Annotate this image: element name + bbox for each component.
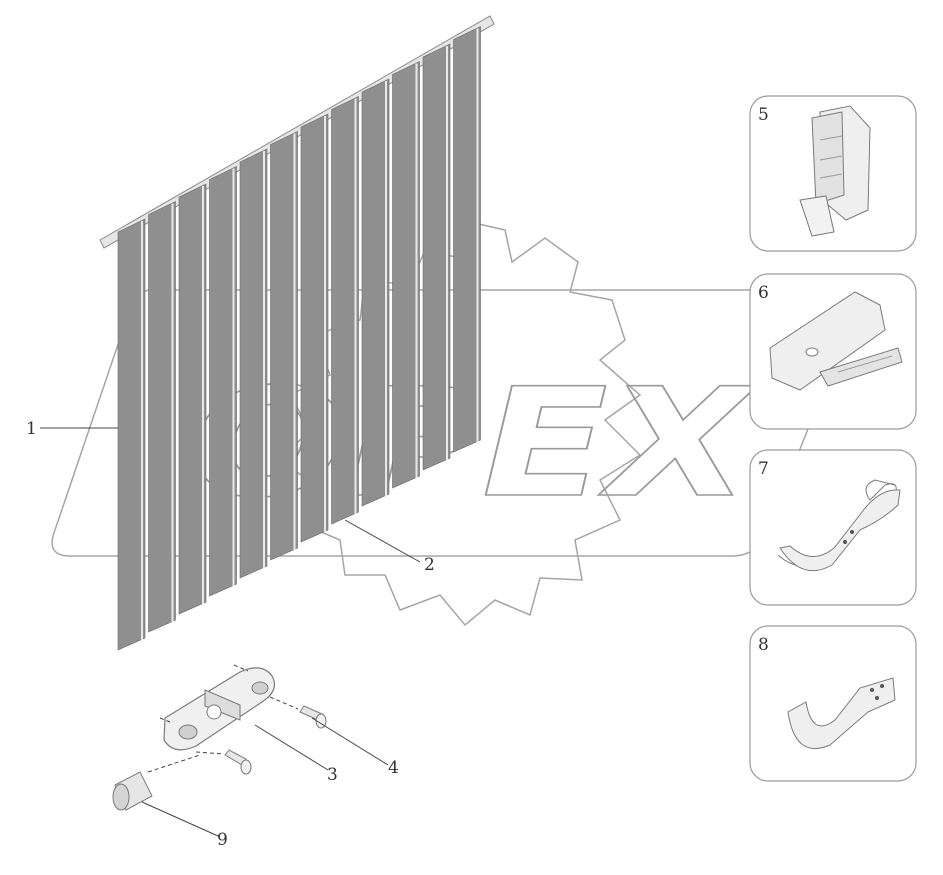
callout-4: 4 (388, 758, 399, 778)
callout-1: 1 (26, 419, 37, 439)
inset-panel-7: 7 (749, 449, 917, 606)
inset-panel-6: 6 (749, 273, 917, 430)
vertical-blind (99, 15, 495, 651)
blind-slat (361, 78, 390, 507)
slat-hanger (769, 291, 903, 391)
leader-lines (40, 427, 421, 837)
blind-slat (422, 43, 451, 471)
blind-slats (117, 26, 481, 651)
mounting-bracket (163, 667, 275, 751)
blind-slat (392, 61, 420, 489)
callout-6: 6 (758, 283, 769, 303)
dashed-axes (147, 664, 299, 773)
blind-slat (453, 26, 481, 453)
slat-clamp (777, 479, 901, 572)
blind-slat (178, 183, 207, 615)
screw-lower (224, 749, 252, 775)
blind-slat (300, 113, 329, 543)
blind-slat (331, 96, 359, 525)
blind-slat (239, 148, 268, 579)
callout-7: 7 (758, 459, 769, 479)
slat-clip (787, 677, 896, 750)
callout-5: 5 (758, 105, 769, 125)
blind-slat (148, 201, 176, 633)
callout-2: 2 (424, 555, 435, 575)
carrier-clip (799, 105, 871, 237)
callout-3: 3 (327, 765, 338, 785)
blind-slat (270, 131, 298, 561)
screw-upper (299, 705, 327, 729)
end-cap (112, 771, 153, 811)
inset-panel-8: 8 (749, 625, 917, 782)
blind-slat (209, 166, 237, 597)
callout-9: 9 (217, 830, 228, 850)
callout-8: 8 (758, 635, 769, 655)
blind-slat (117, 218, 146, 651)
inset-panel-5: 5 (749, 95, 917, 252)
